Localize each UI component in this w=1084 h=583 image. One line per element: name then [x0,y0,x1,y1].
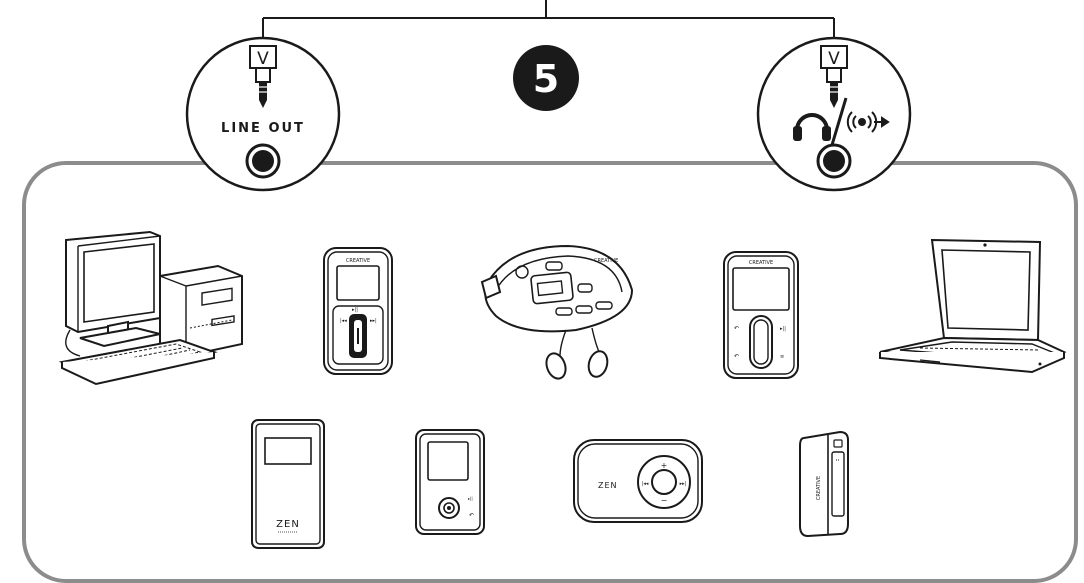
zen-v-player-icon: ▸|| ↶ [415,429,485,535]
plug-symbol: V [828,49,840,69]
zen-logo: ZEN [598,481,618,490]
step-badge: 5 [513,45,579,111]
svg-text:|◂◂: |◂◂ [642,481,649,487]
zen-logo: ZEN [276,519,300,530]
svg-text:↶: ↶ [734,325,739,332]
speaker-output-icon [846,111,890,133]
svg-text:▸||: ▸|| [352,307,358,313]
zen-stone-player-icon: ZEN + − |◂◂ ▸▸| [573,439,703,523]
laptop-computer-icon [879,238,1067,374]
svg-text:▸||: ▸|| [468,496,473,501]
svg-text:+: + [661,461,668,470]
line-out-jack: V LINE OUT [185,36,341,192]
plug-icon: V [249,45,277,108]
svg-text:↶: ↶ [469,512,474,519]
creative-logo: CREATIVE [749,260,773,266]
creative-logo: CREATIVE [594,258,618,264]
line-out-label: LINE OUT [221,121,305,136]
svg-text:▸||: ▸|| [780,326,786,332]
svg-text:▸▸|: ▸▸| [370,318,377,324]
svg-text:|◂◂: |◂◂ [340,318,347,324]
headphone-icon [793,113,831,141]
svg-text:−: − [661,496,668,505]
svg-text:▸▸|: ▸▸| [680,481,687,487]
plug-icon: V [820,45,848,108]
plug-symbol: V [257,49,269,69]
svg-text:≡: ≡ [780,354,784,360]
zen-micro-player-icon: CREATIVE |◂◂ ▸▸| ▸|| [323,247,393,375]
connector-lines [262,0,835,46]
creative-logo: CREATIVE [816,476,822,500]
zen-nano-player-icon: ZEN [251,419,325,549]
muvo-stick-player-icon: CREATIVE [799,430,849,538]
headphone-speaker-jack: V [756,36,912,192]
desktop-computer-icon [58,230,243,386]
step-number: 5 [533,57,559,101]
zen-vision-player-icon: CREATIVE ↶ ↶ ▸|| ≡ [723,251,799,379]
portable-cd-player-icon: CREATIVE [480,244,634,380]
creative-logo: CREATIVE [346,258,370,264]
svg-text:↶: ↶ [734,353,739,360]
